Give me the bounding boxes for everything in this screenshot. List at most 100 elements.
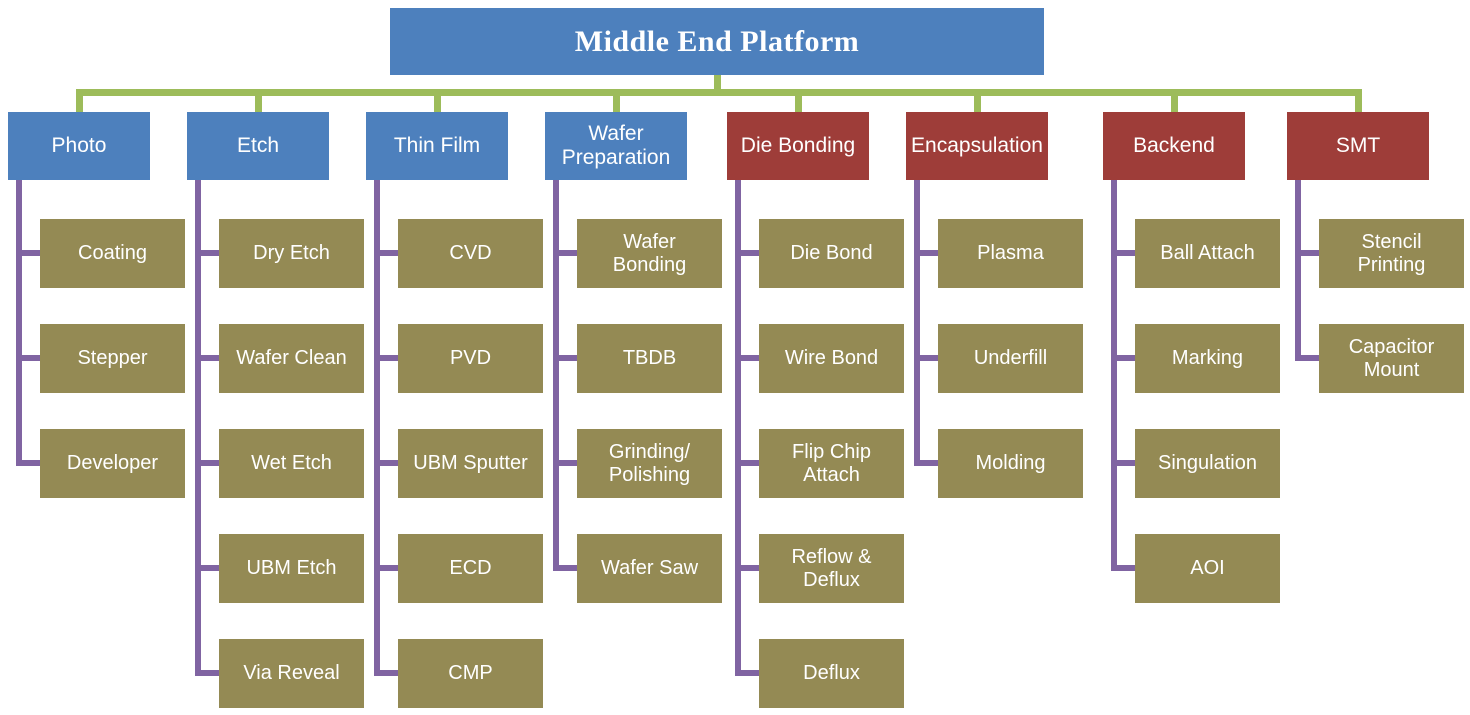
group-header-thin-film-label: Thin Film	[393, 133, 481, 157]
node-aoi-label: AOI	[1190, 557, 1225, 579]
node-stepper: Stepper	[40, 324, 185, 393]
connector-stub-ecd	[374, 565, 400, 571]
root-node-middle-end-platform: Middle End Platform	[390, 8, 1044, 75]
connector-drop-encapsulation	[974, 89, 981, 113]
node-cvd: CVD	[398, 219, 543, 288]
node-deflux-label: Deflux	[803, 662, 860, 684]
column-rail-wafer-preparation	[553, 180, 559, 571]
node-cvd-label: CVD	[449, 242, 492, 264]
node-deflux: Deflux	[759, 639, 904, 708]
node-tbdb: TBDB	[577, 324, 722, 393]
connector-stub-singulation	[1111, 460, 1137, 466]
node-molding: Molding	[938, 429, 1083, 498]
connector-stub-coating	[16, 250, 42, 256]
node-capacitor-mount-label: Capacitor Mount	[1348, 335, 1435, 381]
connector-drop-backend	[1171, 89, 1178, 113]
node-via-reveal: Via Reveal	[219, 639, 364, 708]
connector-stub-wire-bond	[735, 355, 761, 361]
group-header-etch: Etch	[187, 112, 329, 180]
connector-stub-deflux	[735, 670, 761, 676]
connector-stub-reflow-deflux	[735, 565, 761, 571]
node-pvd-label: PVD	[449, 347, 492, 369]
connector-stub-underfill	[914, 355, 940, 361]
node-tbdb-label: TBDB	[622, 347, 677, 369]
connector-stub-developer	[16, 460, 42, 466]
node-marking-label: Marking	[1171, 347, 1244, 369]
connector-stub-ubm-sputter	[374, 460, 400, 466]
node-singulation: Singulation	[1135, 429, 1280, 498]
group-header-smt: SMT	[1287, 112, 1429, 180]
node-wafer-clean: Wafer Clean	[219, 324, 364, 393]
connector-stub-stepper	[16, 355, 42, 361]
node-ubm-etch-label: UBM Etch	[246, 557, 337, 579]
node-ubm-sputter-label: UBM Sputter	[413, 452, 528, 474]
node-wire-bond: Wire Bond	[759, 324, 904, 393]
connector-drop-etch	[255, 89, 262, 113]
connector-drop-die-bonding	[795, 89, 802, 113]
node-wet-etch-label: Wet Etch	[251, 452, 332, 474]
node-wafer-bonding: Wafer Bonding	[577, 219, 722, 288]
node-underfill-label: Underfill	[973, 347, 1048, 369]
connector-drop-wafer-preparation	[613, 89, 620, 113]
connector-stub-stencil-printing	[1295, 250, 1321, 256]
node-coating: Coating	[40, 219, 185, 288]
connector-stub-aoi	[1111, 565, 1137, 571]
node-marking: Marking	[1135, 324, 1280, 393]
group-header-photo-label: Photo	[51, 133, 107, 157]
group-header-encapsulation: Encapsulation	[906, 112, 1048, 180]
node-grinding-polishing: Grinding/ Polishing	[577, 429, 722, 498]
connector-drop-thin-film	[434, 89, 441, 113]
group-header-backend: Backend	[1103, 112, 1245, 180]
connector-stub-tbdb	[553, 355, 579, 361]
group-header-die-bonding-label: Die Bonding	[740, 133, 856, 157]
column-rail-thin-film	[374, 180, 380, 676]
column-rail-etch	[195, 180, 201, 676]
node-wire-bond-label: Wire Bond	[784, 347, 879, 369]
group-header-smt-label: SMT	[1335, 133, 1381, 157]
node-wafer-bonding-label: Wafer Bonding	[612, 230, 687, 276]
node-ubm-sputter: UBM Sputter	[398, 429, 543, 498]
connector-stub-wafer-clean	[195, 355, 221, 361]
node-capacitor-mount: Capacitor Mount	[1319, 324, 1464, 393]
connector-drop-smt	[1355, 89, 1362, 113]
connector-stub-wafer-saw	[553, 565, 579, 571]
connector-stub-capacitor-mount	[1295, 355, 1321, 361]
group-header-encapsulation-label: Encapsulation	[911, 133, 1043, 157]
node-stencil-printing-label: Stencil Printing	[1357, 230, 1426, 276]
column-rail-encapsulation	[914, 180, 920, 466]
connector-stub-cmp	[374, 670, 400, 676]
connector-stub-wafer-bonding	[553, 250, 579, 256]
connector-stub-marking	[1111, 355, 1137, 361]
connector-stub-ball-attach	[1111, 250, 1137, 256]
connector-stub-wet-etch	[195, 460, 221, 466]
node-wafer-clean-label: Wafer Clean	[236, 347, 347, 369]
node-pvd: PVD	[398, 324, 543, 393]
connector-stub-pvd	[374, 355, 400, 361]
node-coating-label: Coating	[78, 242, 147, 264]
group-header-die-bonding: Die Bonding	[727, 112, 869, 180]
group-header-photo: Photo	[8, 112, 150, 180]
node-die-bond: Die Bond	[759, 219, 904, 288]
column-rail-backend	[1111, 180, 1117, 571]
node-plasma-label: Plasma	[977, 242, 1044, 264]
column-rail-photo	[16, 180, 22, 466]
group-header-etch-label: Etch	[236, 133, 280, 157]
connector-stub-dry-etch	[195, 250, 221, 256]
node-plasma: Plasma	[938, 219, 1083, 288]
root-title: Middle End Platform	[574, 24, 860, 58]
column-rail-die-bonding	[735, 180, 741, 676]
node-wafer-saw: Wafer Saw	[577, 534, 722, 603]
connector-stub-via-reveal	[195, 670, 221, 676]
node-cmp-label: CMP	[448, 662, 493, 684]
connector-stub-molding	[914, 460, 940, 466]
node-ball-attach: Ball Attach	[1135, 219, 1280, 288]
node-ubm-etch: UBM Etch	[219, 534, 364, 603]
connector-stub-grinding-polishing	[553, 460, 579, 466]
connector-drop-photo	[76, 89, 83, 113]
node-developer-label: Developer	[66, 452, 159, 474]
node-flip-chip-attach: Flip Chip Attach	[759, 429, 904, 498]
node-dry-etch: Dry Etch	[219, 219, 364, 288]
node-ball-attach-label: Ball Attach	[1160, 242, 1255, 264]
connector-rail-horizontal	[76, 89, 1362, 96]
node-stencil-printing: Stencil Printing	[1319, 219, 1464, 288]
